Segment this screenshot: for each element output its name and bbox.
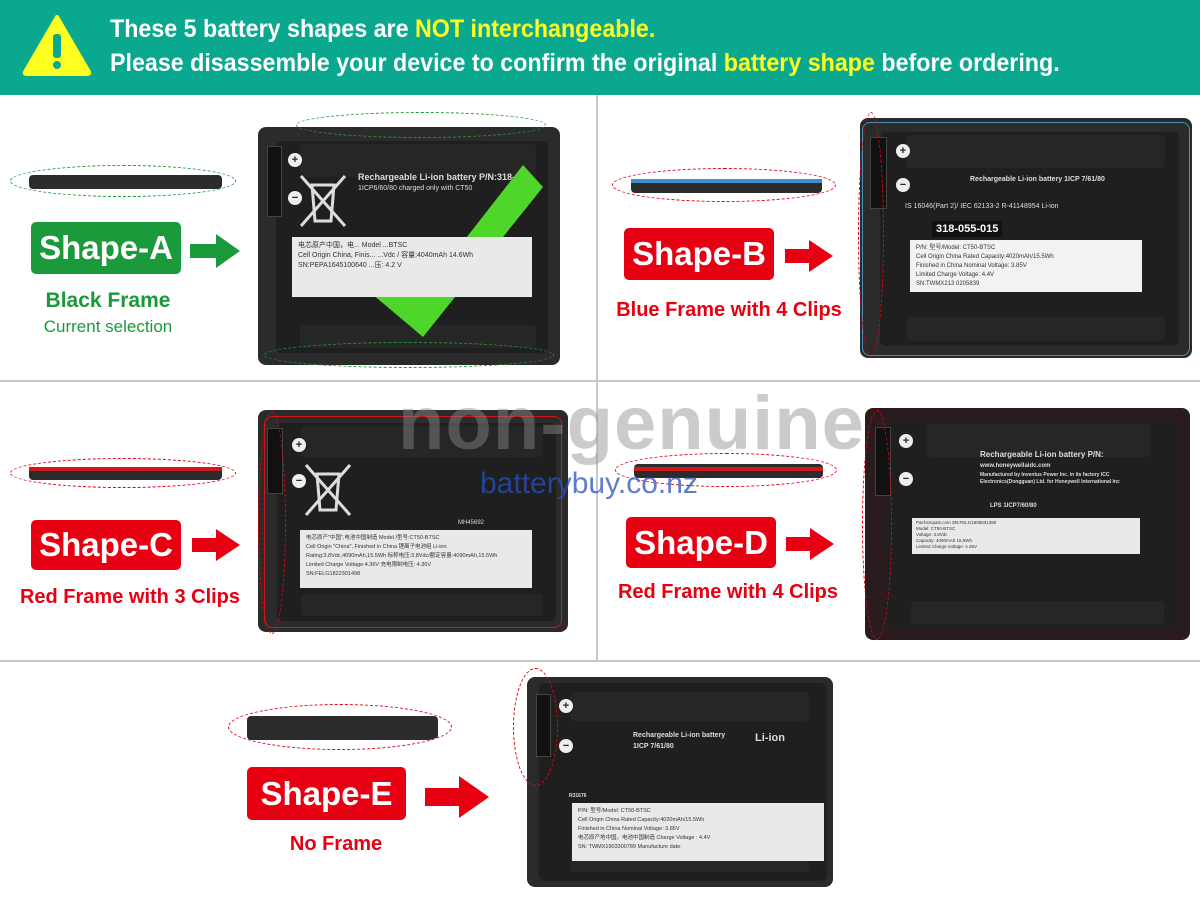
divider <box>0 660 1200 662</box>
battery-image-b: +− Rechargeable Li-ion battery 1ICP 7/61… <box>860 118 1192 358</box>
watermark-site: batterybuy.co.nz <box>480 467 698 500</box>
banner-text: before ordering. <box>874 49 1060 77</box>
watermark-non-genuine: non-genuine <box>398 381 865 466</box>
shape-a-button[interactable]: Shape-A <box>31 222 181 274</box>
shape-b-button[interactable]: Shape-B <box>624 228 774 280</box>
battery-title: Rechargeable Li-ion battery P/N: <box>980 450 1104 459</box>
battery-image-e: +− Rechargeable Li-ion battery 1ICP 7/61… <box>527 677 833 887</box>
banner-line-1: These 5 battery shapes are NOT interchan… <box>110 15 655 44</box>
shape-e-button[interactable]: Shape-E <box>247 767 406 820</box>
shape-b-caption: Blue Frame with 4 Clips <box>616 299 842 321</box>
side-view-b <box>612 168 836 202</box>
side-view-c <box>10 458 236 488</box>
cert-code: R31676 <box>569 793 587 799</box>
battery-image-d: +− Rechargeable Li-ion battery P/N: www.… <box>865 408 1190 640</box>
li-ion-text: Li-ion <box>755 732 785 744</box>
battery-subtitle: www.honeywellaidc.com <box>980 463 1051 469</box>
arrow-right-icon <box>786 528 834 560</box>
battery-title: Rechargeable Li-ion battery 1ICP 7/61/80 <box>970 176 1105 183</box>
battery-image-a: +− Rechargeable Li-ion battery P/N:318-0… <box>258 127 560 365</box>
shape-c-button[interactable]: Shape-C <box>31 520 181 570</box>
arrow-right-icon <box>425 776 489 818</box>
battery-title: Rechargeable Li-ion battery <box>633 732 726 739</box>
banner-line-2: Please disassemble your device to confir… <box>110 49 1060 78</box>
side-view-e <box>228 704 452 750</box>
banner-text: Please disassemble your device to confir… <box>110 49 724 77</box>
shape-d-caption: Red Frame with 4 Clips <box>617 581 839 603</box>
battery-subtitle: IS 16046(Part 2)/ IEC 62133-2 R-41148954… <box>905 203 1059 210</box>
arrow-right-icon <box>785 240 833 272</box>
banner-highlight: battery shape <box>723 49 875 77</box>
battery-model-code: LPS 1ICP7/60/80 <box>990 503 1037 509</box>
side-view-a <box>10 165 236 197</box>
shape-d-button[interactable]: Shape-D <box>626 517 776 568</box>
banner-highlight: NOT interchangeable. <box>414 15 656 43</box>
manufacturer-text: Manufactured by Inventus Power Inc. in i… <box>980 472 1120 485</box>
shape-a-caption: Black Frame <box>45 289 171 312</box>
battery-title: Rechargeable Li-ion battery P/N:318-05 <box>358 172 526 182</box>
battery-subtitle: MH45692 <box>458 520 485 526</box>
side-view-d <box>615 453 837 487</box>
current-selection-label: Current selection <box>43 317 173 336</box>
weee-bin-icon <box>304 464 352 516</box>
warning-triangle-icon <box>22 15 92 76</box>
battery-image-c: +− MH45692 电芯原产"中国",电池中国制造 Model /型号:CT5… <box>258 410 568 632</box>
divider <box>0 380 1200 382</box>
battery-subtitle: 1ICP6/60/80 charged only with CT50 <box>358 185 473 192</box>
arrow-right-icon <box>192 529 240 561</box>
warning-banner: These 5 battery shapes are NOT interchan… <box>0 0 1200 95</box>
shape-c-caption: Red Frame with 3 Clips <box>19 586 241 608</box>
shape-e-caption: No Frame <box>289 833 383 855</box>
arrow-right-icon <box>190 234 240 268</box>
battery-subtitle: 1ICP 7/61/80 <box>633 743 674 750</box>
part-number: 318-055-015 <box>932 221 1003 237</box>
divider <box>596 95 598 660</box>
weee-bin-icon <box>299 175 347 227</box>
banner-text: These 5 battery shapes are <box>110 15 415 43</box>
